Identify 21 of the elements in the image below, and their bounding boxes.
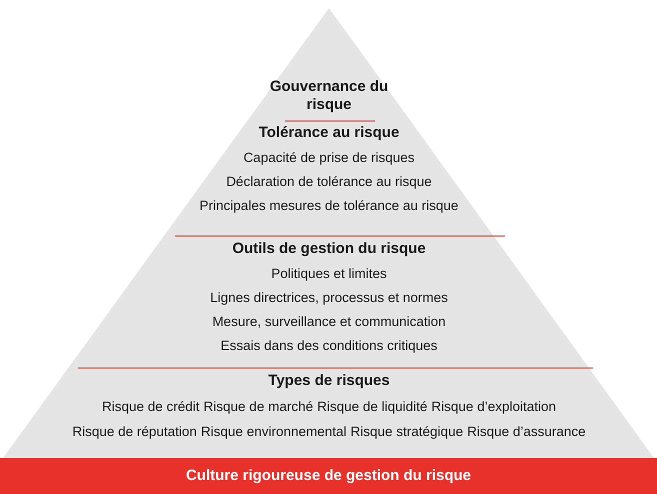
tier-item: Lignes directrices, processus et normes <box>210 289 448 307</box>
tier-heading: Gouvernance du risque <box>268 78 390 114</box>
tier-item: Risque de marché <box>204 398 314 416</box>
tier-item: Essais dans des conditions critiques <box>220 337 438 355</box>
tier-item: Risque de crédit <box>102 398 200 416</box>
tier-item: Déclaration de tolérance au risque <box>226 173 432 191</box>
base-label: Culture rigoureuse de gestion du risque <box>186 466 472 486</box>
tier-item: Risque de réputation <box>72 423 197 441</box>
tier-item: Mesure, surveillance et communication <box>212 313 446 331</box>
base-bar <box>0 458 657 494</box>
tier-item: Politiques et limites <box>271 265 387 283</box>
tier-heading: Outils de gestion du risque <box>232 240 426 258</box>
tier-item: Risque environnemental <box>200 423 347 441</box>
tier-item: Risque de liquidité <box>317 398 428 416</box>
tier-item: Risque d’assurance <box>467 423 586 441</box>
tier-item: Capacité de prise de risques <box>243 149 415 167</box>
tier-item: Risque stratégique <box>350 423 464 441</box>
tier-item: Risque d’exploitation <box>431 398 556 416</box>
tier-heading: Tolérance au risque <box>258 124 400 142</box>
tier-heading: Types de risques <box>268 372 390 390</box>
tier-item: Principales mesures de tolérance au risque <box>200 197 458 215</box>
